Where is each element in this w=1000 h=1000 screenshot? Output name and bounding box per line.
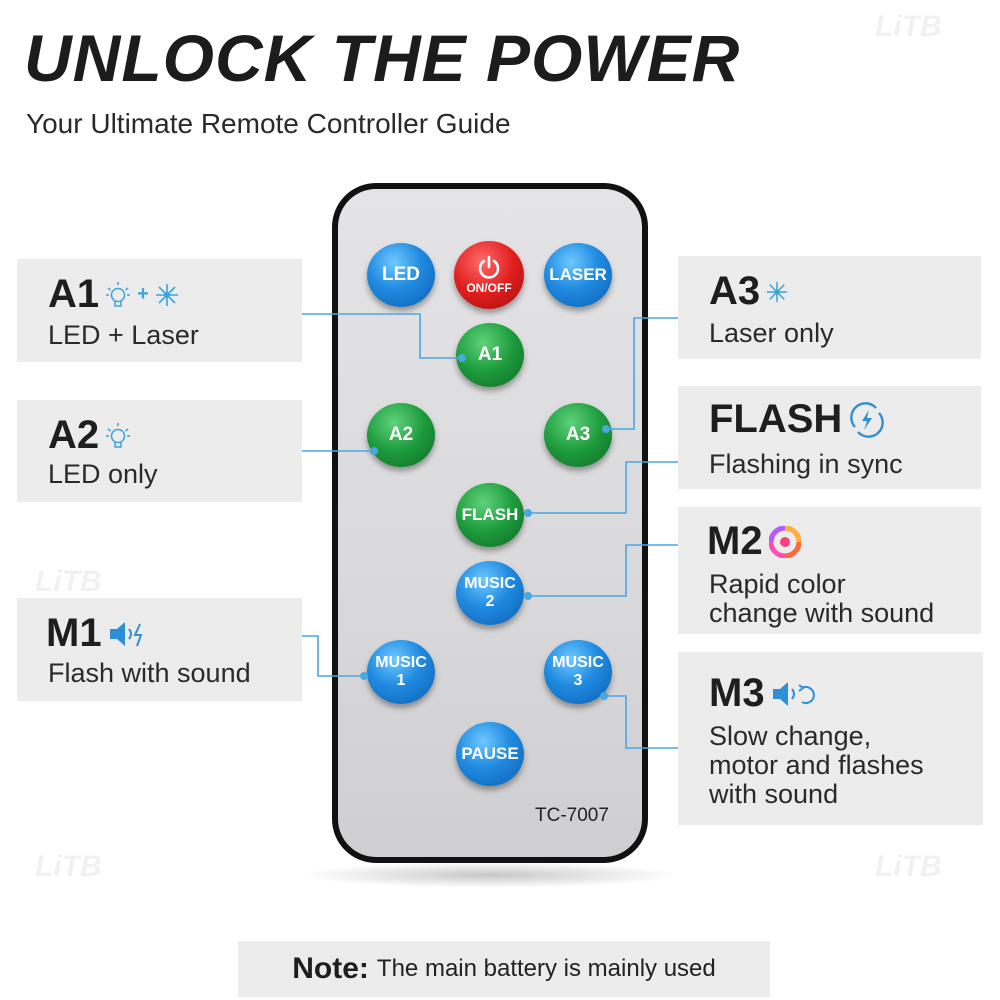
watermark: LiTB (35, 850, 102, 883)
plus-icon: + (137, 283, 149, 305)
connector-m1 (302, 635, 364, 677)
connector-m2 (528, 544, 678, 597)
mode-a3-box: A3 Laser only (678, 256, 981, 359)
mode-a3-name: A3 (709, 269, 761, 313)
connector-a3 (608, 317, 678, 430)
pause-button-label: PAUSE (461, 744, 519, 763)
laser-button[interactable]: LASER (544, 243, 612, 307)
mode-a2-desc: LED only (48, 459, 158, 489)
power-icon (478, 255, 500, 279)
mode-flash-name: FLASH (709, 397, 843, 441)
music1-button[interactable]: MUSIC 1 (367, 640, 435, 704)
speaker-flash-icon (109, 621, 143, 646)
mode-m3-desc: Slow change, motor and flashes with soun… (709, 722, 924, 809)
flash-sync-icon (850, 401, 885, 438)
mode-m3-desc-line: Slow change, (709, 721, 872, 751)
connector-dot (360, 672, 368, 680)
music3-button-number: 3 (573, 672, 583, 689)
a3-button-label: A3 (565, 424, 591, 445)
music2-button-number: 2 (485, 593, 495, 610)
mode-flash-box: FLASH Flashing in sync (678, 386, 981, 489)
mode-m3-desc-line: motor and flashes (709, 750, 924, 780)
a3-button[interactable]: A3 (544, 403, 612, 467)
mode-m2-desc-line: change with sound (709, 598, 935, 628)
mode-a2-name: A2 (48, 413, 100, 457)
mode-m3-desc-line: with sound (709, 779, 839, 809)
mode-m1-desc: Flash with sound (48, 658, 251, 688)
flash-button[interactable]: FLASH (456, 483, 524, 547)
mode-a1-box: A1 + LED + Laser (17, 259, 302, 362)
watermark: LiTB (875, 10, 942, 43)
watermark: LiTB (35, 565, 102, 598)
led-button[interactable]: LED (367, 243, 435, 307)
flash-button-label: FLASH (461, 505, 519, 524)
laser-icon (767, 281, 788, 302)
connector-dot (524, 592, 532, 600)
laser-icon (155, 283, 178, 306)
connector-dot (370, 447, 378, 455)
led-bulb-icon (106, 281, 131, 307)
color-wheel-icon (768, 525, 801, 558)
led-button-label: LED (382, 264, 420, 285)
a1-button-label: A1 (477, 344, 503, 365)
mode-m2-box: M2 Rapid color change with sound (678, 507, 981, 634)
a2-button-label: A2 (388, 424, 414, 445)
music3-button-label: MUSIC (552, 654, 604, 671)
watermark: LiTB (875, 850, 942, 883)
connector-a1 (302, 313, 460, 359)
a1-button[interactable]: A1 (456, 323, 524, 387)
note-label: Note: (292, 952, 369, 985)
remote-shadow (300, 862, 680, 888)
mode-a3-desc: Laser only (709, 318, 834, 348)
music3-button[interactable]: MUSIC 3 (544, 640, 612, 704)
page-title: UNLOCK THE POWER (24, 21, 741, 95)
mode-m2-desc-line: Rapid color (709, 569, 846, 599)
remote-model-label: TC-7007 (535, 805, 609, 826)
laser-button-label: LASER (549, 265, 607, 284)
onoff-button[interactable]: ON/OFF (454, 241, 524, 309)
music1-button-label: MUSIC (375, 654, 427, 671)
mode-a1-desc: LED + Laser (48, 320, 199, 350)
connector-m3 (604, 695, 678, 749)
connector-flash (528, 461, 678, 514)
note-text: The main battery is mainly used (376, 955, 716, 982)
mode-m3-box: M3 Slow change, motor and flashes with s… (678, 652, 983, 825)
mode-m1-name: M1 (46, 611, 102, 655)
music1-button-number: 1 (396, 672, 406, 689)
mode-a2-box: A2 LED only (17, 400, 302, 502)
connector-dot (458, 354, 466, 362)
mode-m3-name: M3 (709, 671, 765, 715)
music2-button[interactable]: MUSIC 2 (456, 561, 524, 625)
pause-button[interactable]: PAUSE (456, 722, 524, 786)
connector-dot (600, 692, 608, 700)
page-subtitle: Your Ultimate Remote Controller Guide (26, 108, 511, 139)
mode-m1-box: M1 Flash with sound (17, 598, 302, 701)
note-banner: Note: The main battery is mainly used (238, 941, 770, 997)
mode-m2-name: M2 (707, 519, 763, 563)
music2-button-label: MUSIC (464, 575, 516, 592)
mode-m2-desc: Rapid color change with sound (709, 570, 934, 628)
led-bulb-icon (106, 422, 131, 448)
a2-button[interactable]: A2 (367, 403, 435, 467)
mode-a1-name: A1 (48, 272, 100, 316)
speaker-rotate-icon (772, 681, 815, 706)
mode-flash-desc: Flashing in sync (709, 449, 903, 479)
connector-dot (524, 509, 532, 517)
onoff-button-label: ON/OFF (466, 281, 512, 295)
connector-dot (602, 425, 610, 433)
